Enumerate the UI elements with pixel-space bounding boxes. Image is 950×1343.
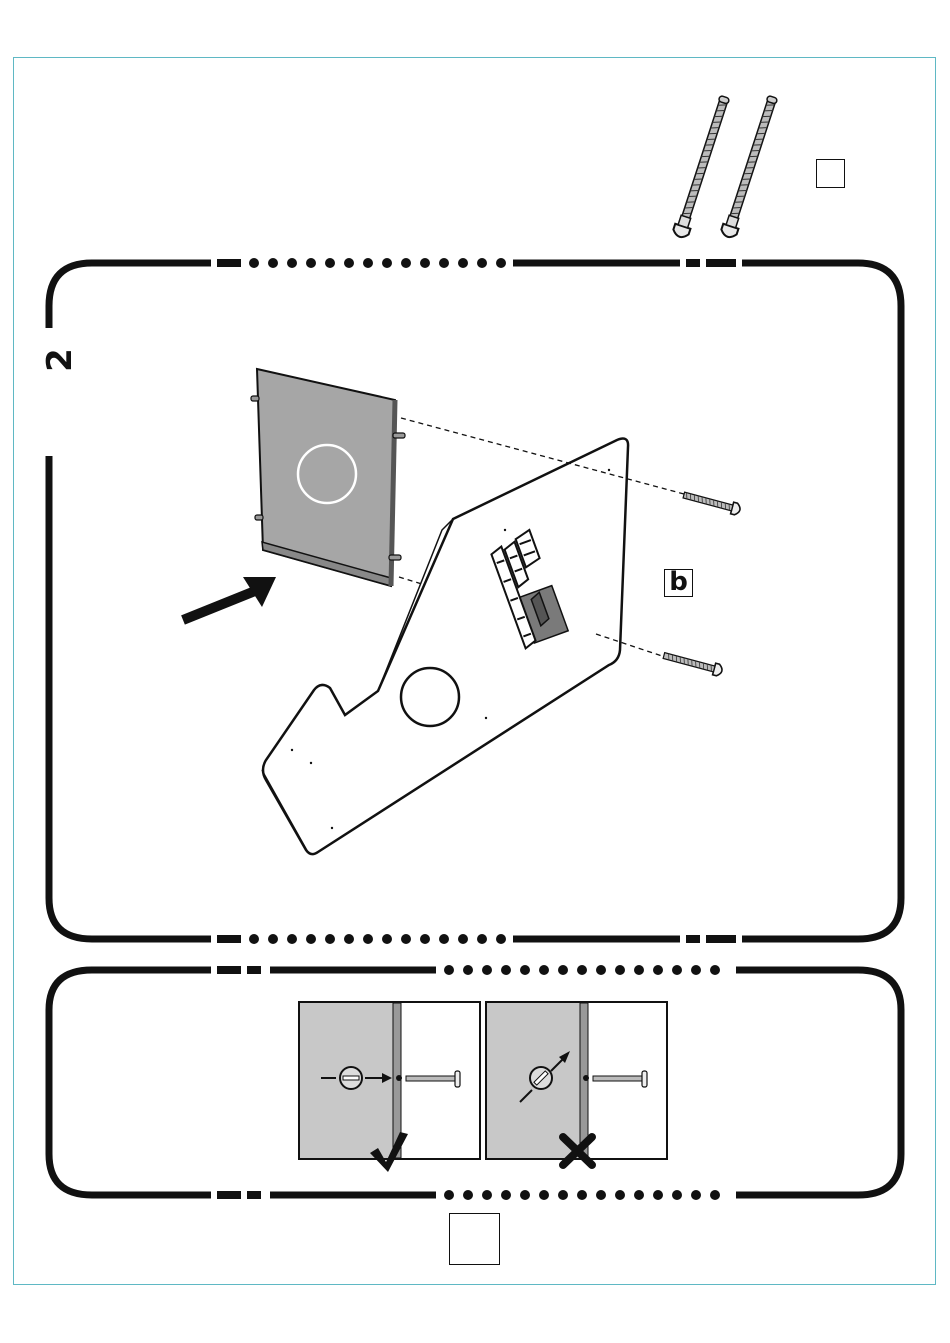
page-number-box [449,1213,500,1265]
bolt-upper-icon [682,489,741,516]
bolts-overview-icon [672,94,781,239]
side-hole-icon [401,668,459,726]
tip-correct-panel [299,1002,480,1172]
tip-incorrect-panel [486,1002,667,1165]
step-number: 2 [43,333,77,387]
insert-direction-arrow-icon [183,577,276,620]
quantity-box [816,159,845,188]
bolt-part-label: b [664,569,693,597]
back-panel [251,369,405,586]
bolt-lower-icon [662,650,723,677]
